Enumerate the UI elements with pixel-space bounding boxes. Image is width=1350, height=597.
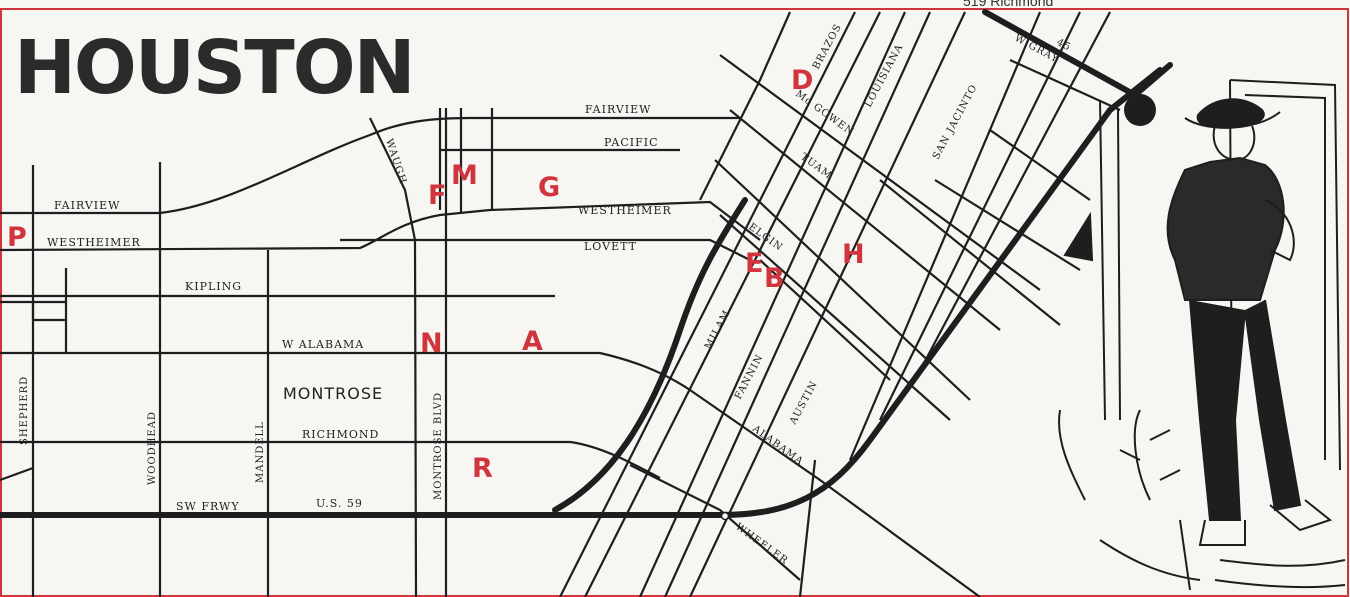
diag-8 xyxy=(914,11,1111,381)
ground-strokes xyxy=(1214,559,1346,589)
label-pacific: PACIFIC xyxy=(604,136,659,149)
legs xyxy=(1189,299,1302,521)
nwse-9 xyxy=(1009,58,1121,112)
cactus-2 xyxy=(1058,409,1201,591)
diag-1 xyxy=(559,11,856,597)
nwse-4 xyxy=(719,214,951,421)
boots xyxy=(1198,499,1333,546)
marker-f[interactable]: F xyxy=(428,180,446,211)
wheeler-dot xyxy=(720,511,730,521)
waugh-street xyxy=(369,117,418,597)
wheeler-street xyxy=(629,464,801,581)
label-shepherd: SHEPHERD xyxy=(19,376,30,445)
label-w-alabama: W ALABAMA xyxy=(282,338,364,351)
nwse-6 xyxy=(879,179,1061,326)
marker-b[interactable]: B xyxy=(764,263,785,294)
spur-freeway xyxy=(552,197,748,513)
diag-9 xyxy=(699,11,792,201)
sw-freeway xyxy=(0,67,1163,518)
location-markers: D M F G P H E B N A R xyxy=(7,65,865,484)
label-westheimer-east: WESTHEIMER xyxy=(578,204,672,217)
fairview-street xyxy=(0,116,740,215)
label-richmond: RICHMOND xyxy=(302,428,379,441)
hat-brim xyxy=(1184,111,1281,129)
westheimer-street xyxy=(0,200,761,252)
label-sw-frwy: SW FRWY xyxy=(176,500,240,513)
diag-3 xyxy=(638,11,907,597)
window-shape xyxy=(1063,211,1094,262)
torso xyxy=(1166,156,1285,301)
diag-10 xyxy=(798,459,817,597)
nwse-5 xyxy=(759,259,891,381)
label-austin: AUSTIN xyxy=(787,379,820,427)
hat xyxy=(1196,98,1265,128)
cowboy-illustration xyxy=(1058,79,1346,591)
marker-g[interactable]: G xyxy=(538,172,560,203)
map-title: HOUSTON xyxy=(14,25,414,111)
marker-a[interactable]: A xyxy=(522,326,543,357)
diag-5 xyxy=(689,11,966,597)
label-mandell: MANDELL xyxy=(255,421,266,483)
wall-post xyxy=(1099,99,1121,421)
label-woodhead: WOODHEAD xyxy=(147,411,158,485)
label-waugh: WAUGH xyxy=(383,138,408,186)
label-san-jacinto: SAN JACINTO xyxy=(931,83,980,162)
street-network xyxy=(0,9,1173,597)
head xyxy=(1212,124,1256,162)
richmond-street xyxy=(0,440,661,479)
cactus-1 xyxy=(1119,409,1181,501)
shepherd-spur xyxy=(0,466,34,482)
diag-4 xyxy=(663,11,932,597)
label-louisiana: LOUISIANA xyxy=(863,42,906,109)
interchange xyxy=(1124,94,1156,126)
label-fannin: FANNIN xyxy=(733,353,766,402)
label-westheimer-west: WESTHEIMER xyxy=(47,236,141,249)
label-kipling: KIPLING xyxy=(185,280,242,293)
label-lovett: LOVETT xyxy=(584,240,637,253)
top-note: 519 Richmond xyxy=(963,0,1053,9)
alabama-street xyxy=(689,389,981,597)
label-milam: MILAM xyxy=(703,308,733,351)
nwse-7 xyxy=(934,179,1081,271)
w-alabama-street xyxy=(0,351,691,391)
label-alabama: ALABAMA xyxy=(749,423,805,468)
marker-e[interactable]: E xyxy=(745,248,763,279)
label-fairview-west: FAIRVIEW xyxy=(54,199,120,212)
diag-6 xyxy=(848,11,1042,461)
marker-h[interactable]: H xyxy=(842,239,865,270)
lovett-street xyxy=(340,238,751,261)
arm-right xyxy=(1264,199,1295,262)
district-label: MONTROSE xyxy=(283,384,383,403)
marker-p[interactable]: P xyxy=(7,222,27,253)
marker-n[interactable]: N xyxy=(420,328,443,359)
label-us59: U.S. 59 xyxy=(316,497,363,510)
diag-2 xyxy=(584,11,881,597)
nwse-2 xyxy=(729,109,1001,331)
label-tuam: TUAM xyxy=(798,152,834,182)
label-wheeler: WHEELER xyxy=(733,522,790,567)
nwse-1 xyxy=(719,54,1041,291)
marker-d[interactable]: D xyxy=(791,65,813,96)
diag-7 xyxy=(879,11,1081,421)
label-montrose-blvd: MONTROSE BLVD xyxy=(433,392,444,500)
marker-m[interactable]: M xyxy=(451,160,478,191)
label-fairview-east: FAIRVIEW xyxy=(585,103,651,116)
marker-r[interactable]: R xyxy=(472,453,493,484)
nwse-8 xyxy=(989,129,1091,201)
